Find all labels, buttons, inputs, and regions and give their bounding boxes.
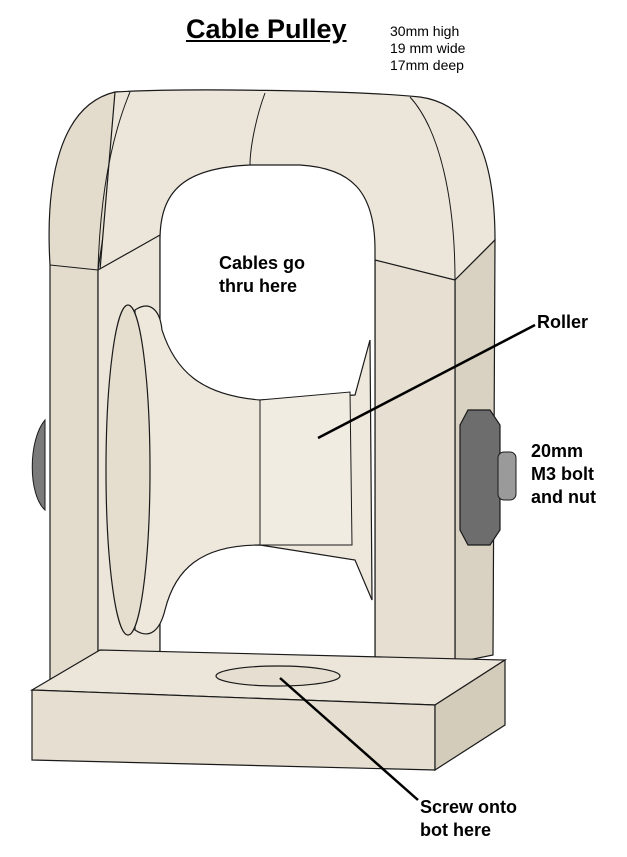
- label-bolt-line-3: and nut: [531, 487, 596, 507]
- roller-left-flange: [105, 304, 151, 636]
- label-roller: Roller: [537, 311, 588, 334]
- screw-leader: [279, 677, 419, 801]
- bolt-thread: [497, 451, 517, 501]
- page-title: Cable Pulley: [186, 14, 347, 44]
- dimension-width: 19 mm wide: [390, 40, 466, 56]
- label-bolt-line-2: M3 bolt: [531, 464, 594, 484]
- arch-edge-left: [49, 264, 99, 271]
- label-screw: Screw onto bot here: [420, 796, 517, 842]
- roller-body: [134, 305, 373, 635]
- label-cables-line-1: Cables go: [219, 253, 306, 273]
- roller-hub-band: [259, 391, 353, 546]
- screw-hole: [215, 665, 341, 687]
- dimensions-note: 30mm high 19 mm wide 17mm deep: [390, 23, 465, 74]
- label-cables: Cables go thru here: [219, 252, 305, 298]
- arch-seam-right: [409, 96, 456, 281]
- dimension-depth: 17mm deep: [390, 57, 464, 73]
- hex-nut: [459, 409, 501, 546]
- arch-seam-mid: [249, 92, 266, 166]
- arch-seam-left: [97, 91, 131, 271]
- roller-leader: [317, 323, 536, 440]
- label-bolt-line-1: 20mm: [531, 441, 584, 461]
- base-side: [434, 658, 506, 772]
- label-bolt: 20mm M3 bolt and nut: [531, 440, 596, 509]
- frame-right-inner: [374, 259, 456, 671]
- label-roller-line-1: Roller: [537, 312, 589, 332]
- label-screw-line-2: bot here: [420, 820, 492, 840]
- dimension-height: 30mm high: [390, 23, 460, 39]
- label-screw-line-1: Screw onto: [420, 797, 518, 817]
- left-bolt-head: [31, 418, 46, 512]
- label-cables-line-2: thru here: [219, 276, 298, 296]
